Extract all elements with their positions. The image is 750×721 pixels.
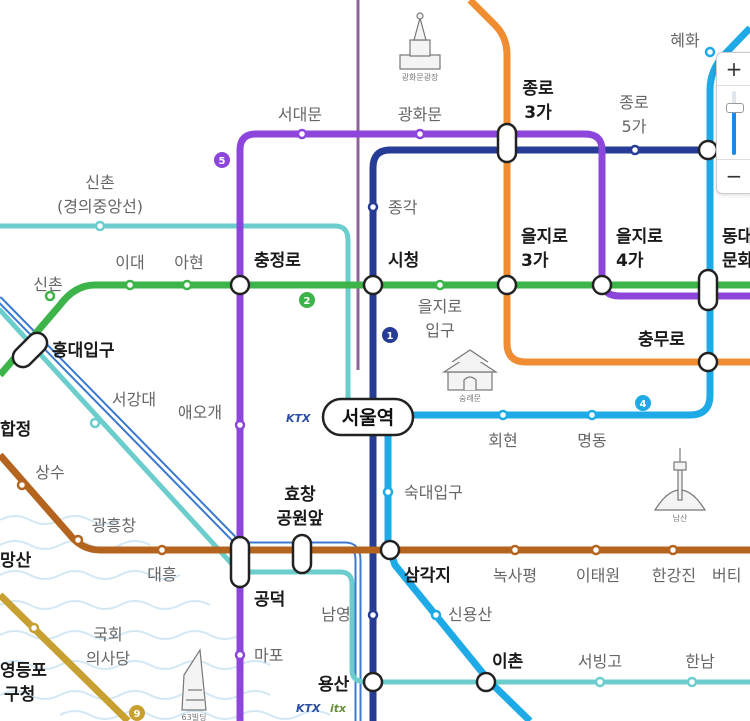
sungnyemun-icon	[441, 349, 499, 391]
station-hannam[interactable]: 한남	[685, 652, 715, 671]
namsan-tower-icon	[653, 448, 707, 511]
badge-line1: 1	[387, 331, 394, 342]
station-jongno5ga-1[interactable]: 종로	[619, 93, 648, 112]
zoom-out-button[interactable]: −	[717, 159, 750, 192]
zoom-slider-handle[interactable]	[726, 103, 744, 113]
station-hyehwa[interactable]: 혜화	[670, 31, 700, 50]
station-yongsan[interactable]: 용산	[318, 675, 350, 695]
station-daeheung[interactable]: 대흥	[147, 565, 176, 584]
station-jongno5ga-2[interactable]: 5가	[622, 117, 647, 136]
station-hongdae[interactable]: 홍대입구	[52, 340, 115, 361]
line-3[interactable]	[467, 0, 750, 366]
station-mapo[interactable]: 마포	[254, 646, 283, 665]
badge-line5: 5	[219, 156, 226, 167]
zoom-in-button[interactable]: +	[717, 53, 750, 86]
station-beoti[interactable]: 버티	[712, 566, 741, 585]
station-yeongdeungpo-1[interactable]: 영등포	[0, 661, 47, 681]
station-national-assembly-2[interactable]: 의사당	[86, 649, 130, 668]
station-dongdaemun-1[interactable]: 동대	[722, 227, 750, 247]
station-euljiro-ipgu-1[interactable]: 을지로	[418, 297, 462, 316]
zoom-slider-fill	[732, 109, 736, 155]
station-sinchon[interactable]: 신촌	[33, 275, 62, 294]
line-9[interactable]	[0, 592, 131, 721]
seoul-station-marker[interactable]	[321, 397, 415, 437]
station-national-assembly-1[interactable]: 국회	[93, 625, 122, 644]
station-samgakji[interactable]: 삼각지	[404, 566, 451, 586]
station-euljiro-ipgu-2[interactable]: 입구	[425, 321, 454, 340]
station-mangwon[interactable]: 망산	[0, 551, 32, 571]
line-badges	[129, 152, 651, 721]
badge-line9: 9	[134, 709, 141, 720]
station-euljiro3ga-2[interactable]: 3가	[521, 251, 549, 271]
line-5[interactable]	[236, 130, 750, 721]
station-jonggak[interactable]: 종각	[388, 198, 418, 217]
station-chungjeongno[interactable]: 충정로	[254, 251, 301, 271]
landmark-gwanghwamun-plaza: 광화문광장	[402, 72, 439, 82]
station-gongdeok[interactable]: 공덕	[254, 590, 285, 610]
station-hangangjin[interactable]: 한강진	[652, 566, 696, 585]
station-jongno3ga-2[interactable]: 3가	[524, 103, 552, 123]
station-sangsu[interactable]: 상수	[35, 463, 64, 482]
station-myeongdong[interactable]: 명동	[577, 431, 606, 450]
station-noksapyeong[interactable]: 녹사평	[493, 566, 537, 585]
station-sinchon-gyeongui-2[interactable]: (경의중앙선)	[57, 197, 143, 216]
station-itaewon[interactable]: 이태원	[576, 566, 620, 585]
station-idae[interactable]: 이대	[115, 253, 144, 272]
station-ichon[interactable]: 이촌	[492, 652, 524, 672]
station-ahyeon[interactable]: 아현	[174, 253, 203, 272]
line-2[interactable]	[0, 281, 750, 378]
badge-line2: 2	[304, 296, 311, 307]
station-yeongdeungpo-2[interactable]: 구청	[4, 684, 35, 705]
station-seogang[interactable]: 서강대	[112, 390, 156, 409]
line-6[interactable]	[0, 452, 750, 554]
station-euljiro3ga-1[interactable]: 을지로	[521, 227, 568, 247]
transfer-stations[interactable]	[9, 122, 719, 693]
station-dongdaemun-2[interactable]: 문화	[722, 251, 750, 271]
ktx-logo-yongsan: KTX	[296, 702, 321, 715]
station-sinyongsan[interactable]: 신용산	[448, 605, 492, 624]
station-gwangheungchang[interactable]: 광흥창	[92, 516, 136, 535]
itx-logo-yongsan: itx	[330, 702, 347, 715]
landmark-sungnyemun: 숭례문	[459, 393, 481, 403]
station-euljiro4ga-2[interactable]: 4가	[616, 251, 644, 271]
station-seobinggo[interactable]: 서빙고	[578, 652, 622, 671]
station-aeogae[interactable]: 애오개	[178, 403, 222, 422]
station-jongno3ga-1[interactable]: 종로	[522, 79, 554, 99]
station-gwanghwamun[interactable]: 광화문	[398, 105, 442, 124]
zoom-control: + −	[716, 52, 750, 194]
landmark-building63: 63빌딩	[182, 712, 207, 721]
station-euljiro4ga-1[interactable]: 을지로	[616, 227, 663, 247]
station-hoehyeon[interactable]: 회현	[488, 431, 517, 450]
station-seoul[interactable]: 서울역	[342, 407, 394, 429]
station-namyeong[interactable]: 남영	[321, 605, 350, 624]
landmark-namsan: 남산	[673, 513, 688, 523]
ktx-logo-seoul: KTX	[286, 412, 311, 425]
station-seodaemun[interactable]: 서대문	[278, 105, 322, 124]
station-hyochang-1[interactable]: 효창	[284, 485, 316, 505]
station-hapjeong[interactable]: 합정	[0, 419, 31, 440]
badge-line4: 4	[640, 399, 647, 410]
station-sinchon-gyeongui-1[interactable]: 신촌	[85, 173, 114, 192]
han-river-pattern	[0, 515, 331, 720]
gwanghwamun-statue-icon	[399, 12, 441, 70]
station-hyochang-2[interactable]: 공원앞	[277, 509, 324, 529]
station-sicheong[interactable]: 시청	[388, 250, 419, 271]
station-chungmuro[interactable]: 충무로	[638, 330, 685, 350]
line-1[interactable]	[369, 146, 750, 721]
station-sookmyung[interactable]: 숙대입구	[404, 483, 463, 502]
station-dots	[16, 46, 716, 688]
building63-icon	[181, 648, 207, 711]
